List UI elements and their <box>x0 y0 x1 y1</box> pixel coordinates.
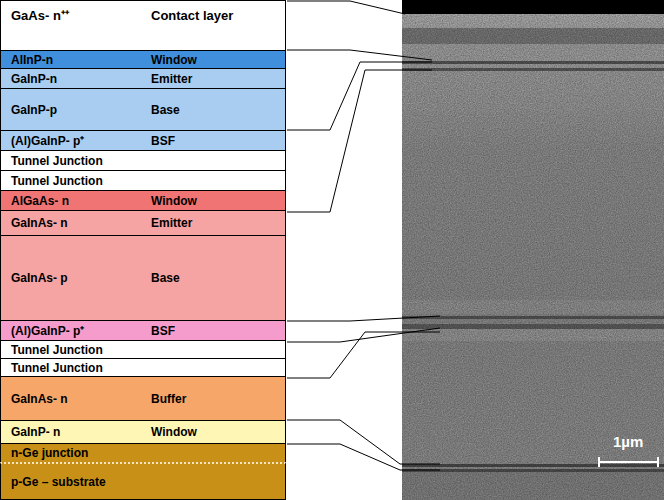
layer-band: GaInAs- n Emitter <box>0 210 286 235</box>
layer-role: Window <box>151 53 197 67</box>
layer-band: Tunnel Junction <box>0 340 286 358</box>
layer-band: GaInAs- n Buffer <box>0 376 286 420</box>
layer-role: BSF <box>151 324 175 338</box>
layer-material: (Al)GaInP- p⁺ <box>11 134 84 148</box>
layer-band: Tunnel Junction <box>0 358 286 376</box>
layer-band: GaInAs- p Base <box>0 235 286 320</box>
layer-material: Tunnel Junction <box>11 361 103 375</box>
layer-material: Tunnel Junction <box>11 174 103 188</box>
layer-material: AlGaAs- n <box>11 194 69 208</box>
layer-material: GaInAs- n <box>11 392 68 406</box>
layer-role: Base <box>151 103 180 117</box>
layer-stack: GaAs- n⁺⁺Contact layerAlInP-nWindowGaInP… <box>0 0 288 500</box>
layer-band: GaAs- n⁺⁺ Contact layer <box>0 0 286 50</box>
layer-band: GaInP- n Window <box>0 420 286 443</box>
layer-band: n-Ge junction <box>0 443 286 462</box>
layer-material: (Al)GaInP- p⁺ <box>11 324 84 338</box>
layer-role: Base <box>151 271 180 285</box>
layer-band: AlGaAs- n Window <box>0 190 286 210</box>
layer-band: Tunnel Junction <box>0 170 286 190</box>
layer-band: AlInP-n Window <box>0 50 286 68</box>
layer-band: (Al)GaInP- p⁺ BSF <box>0 320 286 340</box>
layer-role: Contact layer <box>151 9 233 23</box>
layer-material: p-Ge – substrate <box>11 475 106 489</box>
layer-material: GaInAs- n <box>11 216 68 230</box>
layer-role: BSF <box>151 134 175 148</box>
layer-material: Tunnel Junction <box>11 154 103 168</box>
layer-band: GaInP-p Base <box>0 88 286 130</box>
scale-label: 1µm <box>613 433 643 450</box>
layer-role: Emitter <box>151 216 192 230</box>
layer-material: GaInP-p <box>11 103 57 117</box>
layer-band: Tunnel Junction <box>0 150 286 170</box>
layer-band: (Al)GaInP- p⁺ BSF <box>0 130 286 150</box>
layer-role: Window <box>151 194 197 208</box>
layer-role: Buffer <box>151 392 186 406</box>
layer-material: GaInP- n <box>11 425 60 439</box>
layer-material: GaAs- n⁺⁺ <box>11 9 69 23</box>
layer-role: Window <box>151 425 197 439</box>
layer-material: n-Ge junction <box>11 446 88 460</box>
layer-material: GaInAs- p <box>11 271 68 285</box>
layer-material: Tunnel Junction <box>11 343 103 357</box>
layer-band: GaInP-n Emitter <box>0 68 286 88</box>
layer-material: AlInP-n <box>11 53 53 67</box>
layer-role: Emitter <box>151 72 192 86</box>
layer-material: GaInP-n <box>11 72 57 86</box>
layer-band: p-Ge – substrate <box>0 462 286 500</box>
